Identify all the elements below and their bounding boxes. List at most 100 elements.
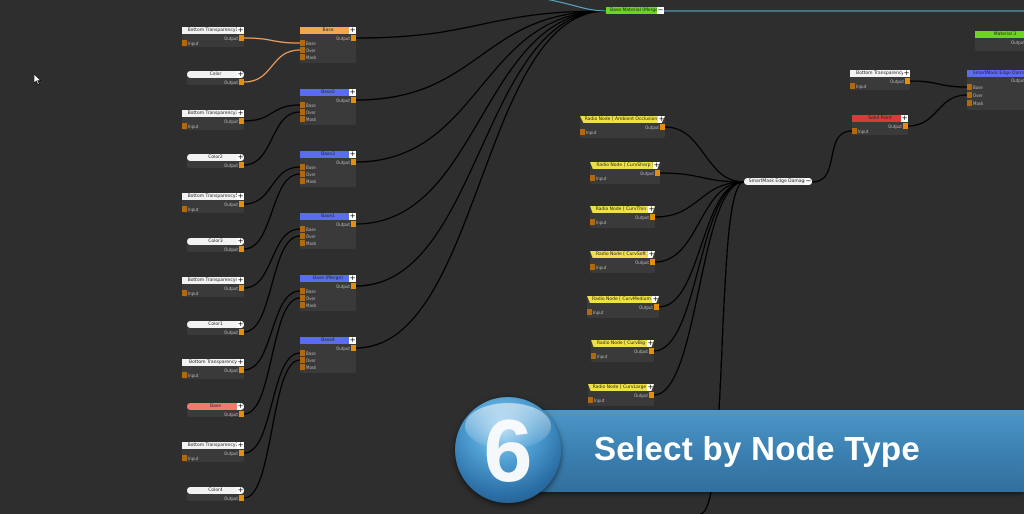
output-port[interactable]	[351, 159, 356, 165]
expand-button[interactable]: +	[349, 213, 356, 220]
output-port[interactable]	[649, 348, 654, 354]
expand-button[interactable]: +	[349, 151, 356, 158]
expand-button[interactable]: +	[237, 110, 244, 117]
node-header[interactable]: Color3+	[187, 238, 244, 245]
input-port[interactable]	[182, 372, 187, 378]
output-port[interactable]	[351, 97, 356, 103]
input-port[interactable]	[590, 264, 595, 270]
expand-button[interactable]: +	[648, 206, 655, 213]
mask-port[interactable]	[967, 100, 972, 106]
output-port[interactable]	[903, 123, 908, 129]
base-port[interactable]	[300, 226, 305, 232]
over-port[interactable]	[300, 171, 305, 177]
expand-button[interactable]: +	[237, 359, 244, 366]
expand-button[interactable]: +	[901, 115, 908, 122]
input-port[interactable]	[852, 128, 857, 134]
output-port[interactable]	[654, 304, 659, 310]
expand-button[interactable]: +	[237, 442, 244, 449]
expand-button[interactable]: +	[237, 71, 244, 78]
over-port[interactable]	[300, 295, 305, 301]
output-port[interactable]	[655, 170, 660, 176]
base-port[interactable]	[300, 102, 305, 108]
input-port[interactable]	[182, 455, 187, 461]
output-port[interactable]	[239, 495, 244, 501]
expand-button[interactable]: +	[237, 154, 244, 161]
output-port[interactable]	[905, 78, 910, 84]
expand-button[interactable]: +	[647, 340, 654, 347]
color-node[interactable]: Color2+Output	[187, 154, 244, 168]
base-port[interactable]	[300, 40, 305, 46]
node-header[interactable]: Radio Node [ CurvLarge ]+	[588, 384, 654, 391]
over-port[interactable]	[300, 233, 305, 239]
node-header[interactable]: Base+	[300, 27, 356, 34]
smartmask-edge-damage-node[interactable]: SmartMask Edge Damage−	[744, 178, 812, 186]
mask-port[interactable]	[300, 364, 305, 370]
output-port[interactable]	[650, 259, 655, 265]
base-port[interactable]	[300, 350, 305, 356]
node-header[interactable]: Radio Node [ CurvThin ]+	[590, 206, 655, 213]
mask-port[interactable]	[300, 302, 305, 308]
node-header[interactable]: Base Material (Merge)−	[606, 7, 664, 14]
expand-button[interactable]: +	[647, 384, 654, 391]
output-port[interactable]	[351, 345, 356, 351]
node-header[interactable]: Bottom Transparency+	[182, 359, 244, 366]
color-node[interactable]: Color4+Output	[187, 487, 244, 501]
node-header[interactable]: Solid Paint+	[852, 115, 908, 122]
base-material-node[interactable]: Base Material (Merge)−	[606, 7, 664, 15]
input-port[interactable]	[591, 353, 596, 359]
input-port[interactable]	[590, 175, 595, 181]
output-port[interactable]	[239, 329, 244, 335]
output-port[interactable]	[351, 221, 356, 227]
output-port[interactable]	[649, 392, 654, 398]
expand-button[interactable]: +	[658, 116, 665, 123]
input-port[interactable]	[182, 206, 187, 212]
smartmask-blend-node[interactable]: SmartMask Edge DamageBaseOverMaskOutput	[967, 70, 1024, 110]
node-header[interactable]: Bottom Transparency1+	[182, 27, 244, 34]
expand-button[interactable]: +	[349, 27, 356, 34]
over-port[interactable]	[300, 109, 305, 115]
node-header[interactable]: Bottom Transparency7+	[182, 442, 244, 449]
input-port[interactable]	[850, 83, 855, 89]
input-port[interactable]	[580, 129, 585, 135]
node-header[interactable]: Radio Node [ CurvMedium ]+	[587, 296, 659, 303]
node-header[interactable]: Color+	[187, 71, 244, 78]
input-port[interactable]	[590, 219, 595, 225]
collapse-button[interactable]: −	[657, 7, 664, 14]
mask-port[interactable]	[300, 116, 305, 122]
color-node[interactable]: Color3+Output	[187, 238, 244, 252]
node-header[interactable]: Radio Node [ Ambient Occlusion ]+	[580, 116, 665, 123]
color-node[interactable]: Color+Output	[187, 71, 244, 85]
node-header[interactable]: Bottom Transparency4+	[182, 277, 244, 284]
output-port[interactable]	[239, 411, 244, 417]
node-header[interactable]: Base2+	[300, 89, 356, 96]
node-header[interactable]: Material 3	[975, 31, 1024, 38]
expand-button[interactable]: +	[349, 275, 356, 282]
input-port[interactable]	[182, 40, 187, 46]
node-header[interactable]: SmartMask Edge Damage−	[744, 178, 812, 185]
output-port[interactable]	[351, 283, 356, 289]
expand-button[interactable]: +	[903, 70, 910, 77]
over-port[interactable]	[967, 92, 972, 98]
node-header[interactable]: Base4+	[300, 337, 356, 344]
expand-button[interactable]: +	[237, 193, 244, 200]
expand-button[interactable]: +	[349, 89, 356, 96]
node-header[interactable]: SmartMask Edge Damage	[967, 70, 1024, 77]
input-port[interactable]	[587, 309, 592, 315]
output-port[interactable]	[239, 246, 244, 252]
node-header[interactable]: Base (Merge)+	[300, 275, 356, 282]
node-header[interactable]: Radio Node [ CurvSharp ]+	[590, 162, 660, 169]
base-port[interactable]	[967, 84, 972, 90]
